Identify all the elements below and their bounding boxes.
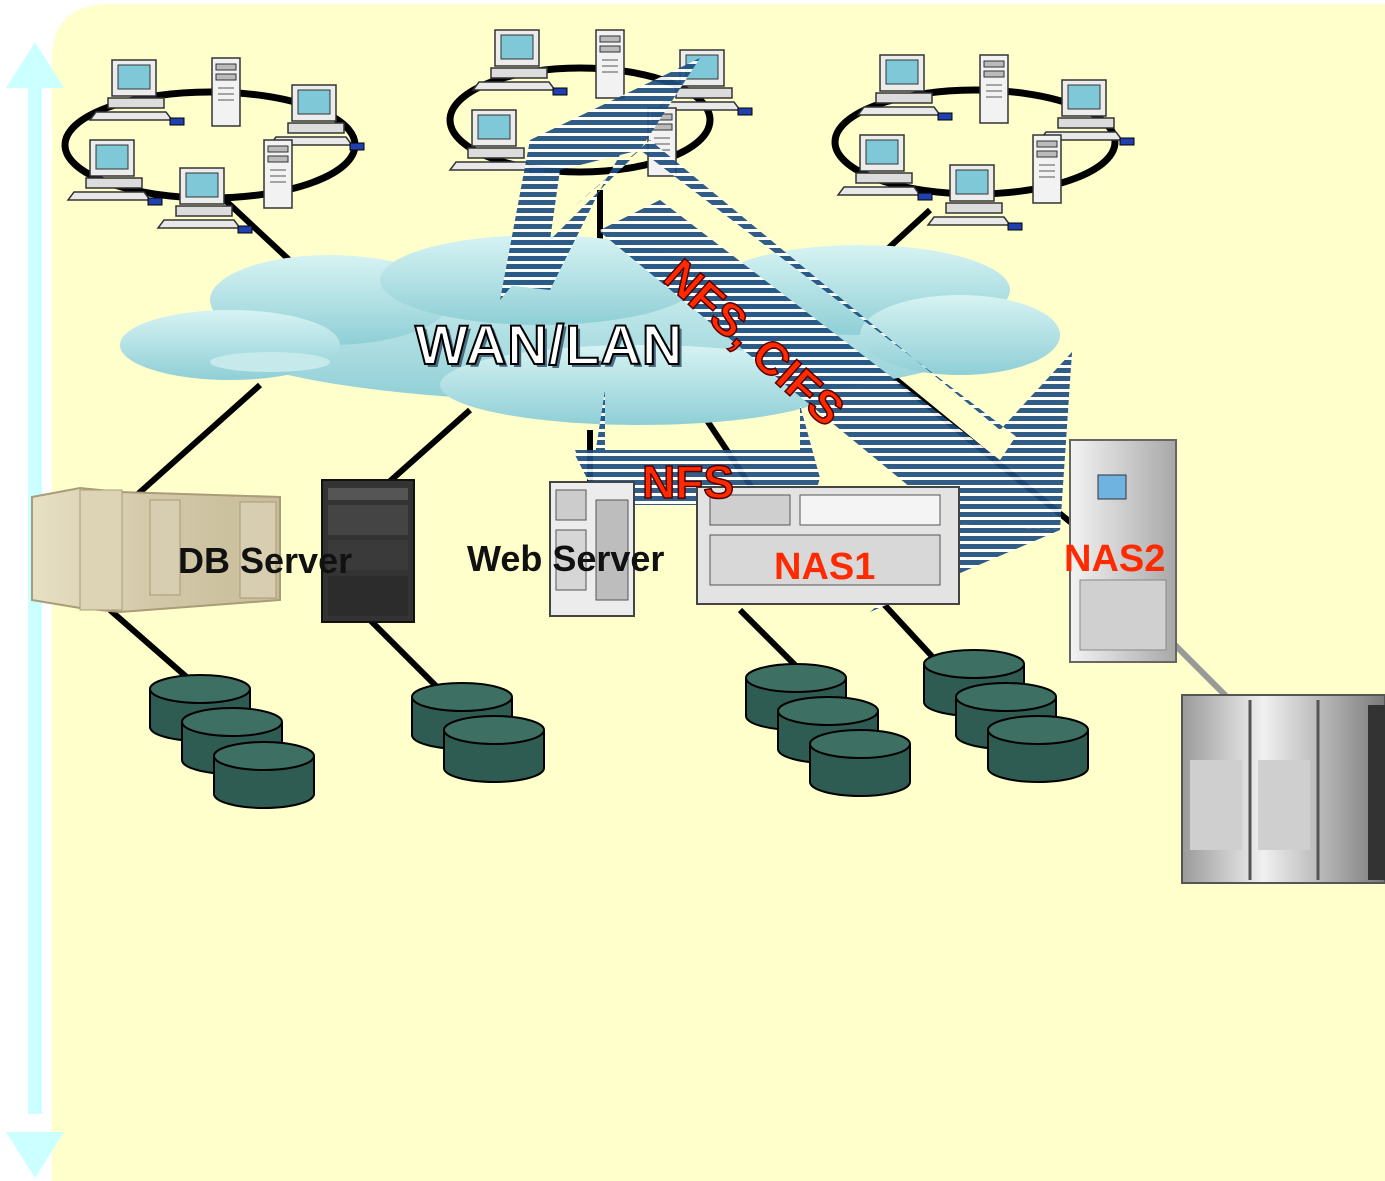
nas2-label: NAS2 (1064, 538, 1166, 580)
nfs-flow-arrow (575, 390, 820, 545)
lan-segment-center (446, 29, 753, 177)
lan-segment-right (831, 54, 1135, 231)
web-server-machine (549, 481, 635, 617)
nas1-machine (696, 486, 960, 605)
nas1-label: NAS1 (774, 546, 876, 588)
lan-segment-left (61, 57, 365, 234)
rack-server-machine (321, 479, 415, 623)
db-server-label: DB Server (178, 540, 353, 581)
storage-array (1181, 694, 1385, 884)
web-server-label: Web Server (467, 538, 665, 579)
network-label: WAN/LAN (414, 312, 684, 377)
nfs-label: NFS (641, 455, 735, 509)
nas2-machine (1069, 439, 1177, 663)
db-server-machine (31, 486, 281, 614)
wan-lan-cloud (120, 235, 1060, 425)
